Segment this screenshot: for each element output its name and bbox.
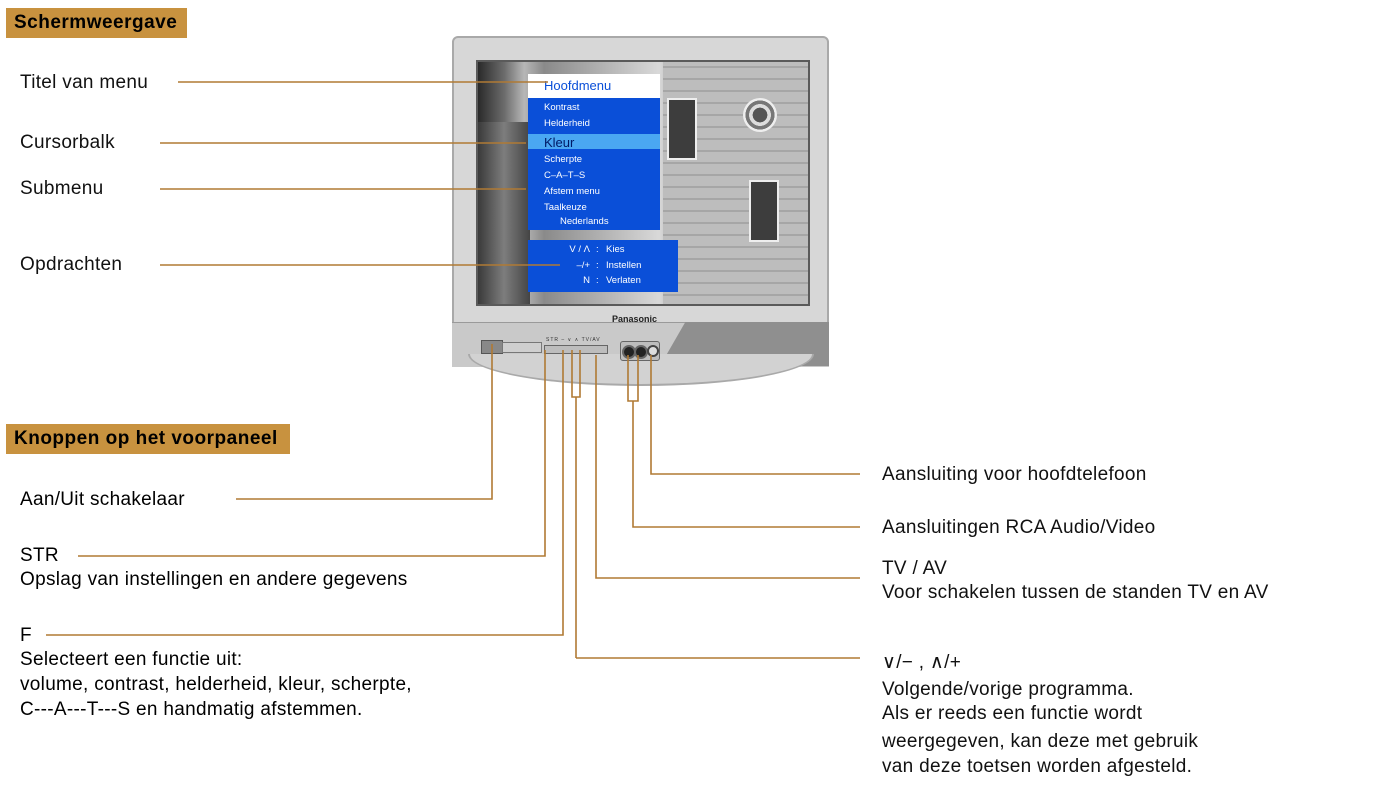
headphone-jack-icon bbox=[647, 345, 659, 357]
label-prog-desc: weergegeven, kan deze met gebruik bbox=[882, 731, 1199, 752]
label-str-desc: Opslag van instellingen en andere gegeve… bbox=[20, 569, 408, 590]
label-prog-desc: Als er reeds een functie wordt bbox=[882, 703, 1143, 724]
leader-bracket-prog bbox=[571, 350, 581, 398]
label-prog-desc: Volgende/vorige programma. bbox=[882, 679, 1134, 700]
front-buttons bbox=[544, 345, 608, 354]
osd-command-key: –/+ bbox=[576, 260, 590, 271]
rose-window-image bbox=[743, 98, 777, 132]
osd-menu-title: Hoofdmenu bbox=[528, 74, 660, 98]
window-image bbox=[667, 98, 697, 160]
label-headphone: Aansluiting voor hoofdtelefoon bbox=[882, 464, 1147, 485]
label-prog-desc: van deze toetsen worden afgesteld. bbox=[882, 756, 1193, 777]
label-submenu: Submenu bbox=[20, 178, 104, 199]
building-left-image bbox=[478, 122, 530, 304]
osd-command-action: Instellen bbox=[606, 260, 642, 271]
label-tvav-title: TV / AV bbox=[882, 558, 948, 579]
osd-menu-item: Scherpte bbox=[544, 154, 583, 165]
osd-menu-item: C–A–T–S bbox=[544, 170, 586, 181]
osd-cursor-bar: Kleur bbox=[528, 134, 660, 150]
label-str-title: STR bbox=[20, 545, 59, 566]
leader-line-tvav bbox=[595, 355, 860, 579]
osd-cursor-item: Kleur bbox=[544, 135, 575, 150]
osd-commands: V / Λ : Kies –/+ : Instellen N : Verlate… bbox=[528, 240, 678, 292]
building-image bbox=[663, 62, 808, 304]
label-menu-title: Titel van menu bbox=[20, 72, 149, 93]
label-commands: Opdrachten bbox=[20, 254, 123, 275]
osd-menu-item: Afstem menu bbox=[544, 186, 600, 197]
power-slot bbox=[502, 342, 542, 353]
button-labels: STR – ∨ ∧ TV/AV bbox=[546, 337, 601, 343]
label-f-title: F bbox=[20, 625, 32, 646]
osd-command-sep: : bbox=[596, 275, 599, 286]
label-rca: Aansluitingen RCA Audio/Video bbox=[882, 517, 1156, 538]
label-cursor-bar: Cursorbalk bbox=[20, 132, 115, 153]
osd-menu-item: Nederlands bbox=[560, 216, 609, 227]
section-header-panel: Knoppen op het voorpaneel bbox=[6, 424, 290, 454]
leader-bracket-rca bbox=[627, 355, 639, 402]
leader-line-rca bbox=[632, 401, 860, 528]
label-power-switch: Aan/Uit schakelaar bbox=[20, 489, 185, 510]
leader-line-str bbox=[78, 350, 546, 557]
section-header-screen: Schermweergave bbox=[6, 8, 188, 38]
label-f-desc: C---A---T---S en handmatig afstemmen. bbox=[20, 699, 363, 720]
osd-command-action: Verlaten bbox=[606, 275, 641, 286]
osd-command-sep: : bbox=[596, 244, 599, 255]
osd-menu-item: Taalkeuze bbox=[544, 202, 587, 213]
osd-command-key: V / Λ bbox=[569, 244, 590, 255]
leader-line-power bbox=[236, 344, 493, 500]
leader-line-headphone bbox=[650, 355, 860, 475]
osd-menu-item: Kontrast bbox=[544, 102, 580, 113]
osd-command-action: Kies bbox=[606, 244, 625, 255]
label-f-desc: volume, contrast, helderheid, kleur, sch… bbox=[20, 674, 412, 695]
window-image bbox=[749, 180, 779, 242]
label-f-desc: Selecteert een functie uit: bbox=[20, 649, 243, 670]
label-prog-title: ∨/− , ∧/+ bbox=[882, 652, 962, 673]
osd-menu-item: Helderheid bbox=[544, 118, 590, 129]
leader-line-f bbox=[46, 350, 564, 636]
osd-main-menu: Hoofdmenu Kontrast Helderheid Kleur Sche… bbox=[528, 74, 660, 230]
osd-command-key: N bbox=[583, 275, 590, 286]
osd-command-sep: : bbox=[596, 260, 599, 271]
tv-brand-logo: Panasonic bbox=[612, 314, 658, 324]
label-tvav-desc: Voor schakelen tussen de standen TV en A… bbox=[882, 582, 1269, 603]
